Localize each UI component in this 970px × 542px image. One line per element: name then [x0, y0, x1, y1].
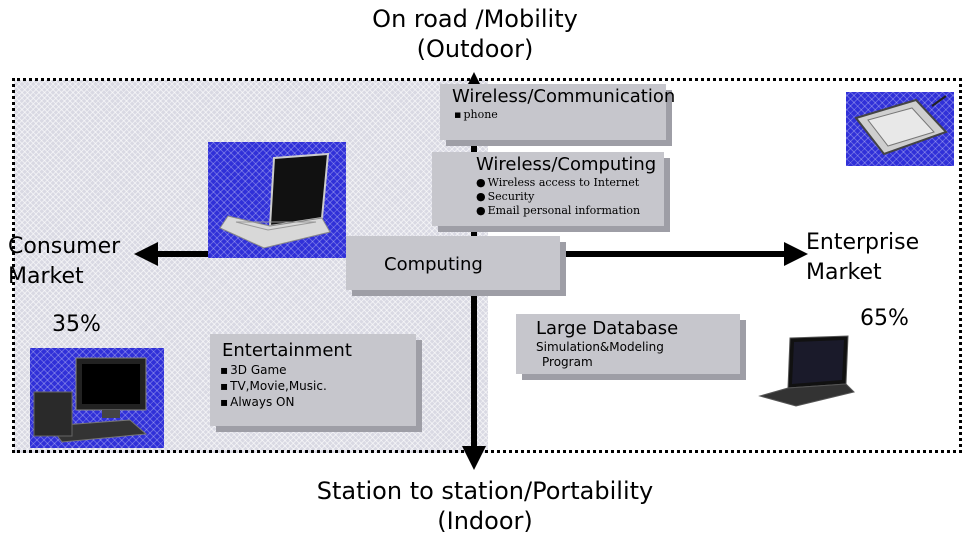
entertainment-title: Entertainment [222, 340, 352, 361]
bottom-axis-line1: Station to station/Portability [316, 477, 654, 505]
wireless-communication-title: Wireless/Communication [452, 86, 676, 107]
tablet-device-icon [854, 95, 948, 156]
entertainment-items: 3D Game TV,Movie,Music. Always ON [210, 362, 416, 410]
top-axis-label: On road /Mobility (Outdoor) [330, 4, 620, 64]
list-item: phone [454, 108, 666, 122]
market-region-border [12, 78, 962, 453]
enterprise-percent: 65% [860, 306, 909, 331]
large-database-box: Large Database Simulation&Modeling Progr… [516, 314, 740, 374]
large-database-item-1: Simulation&Modeling [536, 340, 664, 354]
top-axis-line1: On road /Mobility [372, 5, 578, 33]
consumer-percent: 35% [52, 312, 101, 337]
desktop-computer-icon [33, 357, 148, 443]
wireless-communication-items: phone [440, 108, 666, 122]
enterprise-line2: Market [806, 260, 882, 285]
enterprise-line1: Enterprise [806, 230, 920, 255]
bottom-axis-line2: (Indoor) [437, 507, 533, 535]
bottom-arrowhead [462, 446, 486, 470]
computing-title: Computing [384, 254, 483, 275]
enterprise-market-label: Enterprise Market [806, 228, 919, 288]
list-item: 3D Game [220, 362, 416, 378]
computing-box: Computing [346, 236, 560, 290]
wireless-computing-items: Wireless access to Internet Security Ema… [432, 176, 664, 218]
consumer-market-label: Consumer Market [8, 232, 120, 292]
entertainment-box: Entertainment 3D Game TV,Movie,Music. Al… [210, 334, 416, 426]
large-database-title: Large Database [536, 318, 679, 339]
consumer-line2: Market [8, 264, 84, 289]
tablet-image [846, 92, 954, 166]
large-database-item-2: Program [542, 355, 593, 369]
right-arrowhead [784, 242, 808, 266]
desktop-image [30, 348, 164, 448]
wireless-computing-box: Wireless/Computing Wireless access to In… [432, 152, 664, 226]
list-item: Wireless access to Internet [476, 176, 664, 190]
enterprise-laptop-image [752, 330, 858, 414]
laptop-image [208, 142, 346, 258]
consumer-line1: Consumer [8, 234, 121, 259]
list-item: TV,Movie,Music. [220, 378, 416, 394]
laptop-icon [219, 152, 331, 249]
top-axis-line2: (Outdoor) [416, 35, 534, 63]
bottom-axis-label: Station to station/Portability (Indoor) [240, 476, 730, 536]
wireless-communication-box: Wireless/Communication phone [440, 84, 676, 140]
list-item: Security [476, 190, 664, 204]
list-item: Always ON [220, 394, 416, 410]
left-arrowhead [134, 242, 158, 266]
laptop-image-icon [758, 335, 855, 407]
wireless-computing-title: Wireless/Computing [476, 154, 657, 175]
list-item: Email personal information [476, 204, 664, 218]
